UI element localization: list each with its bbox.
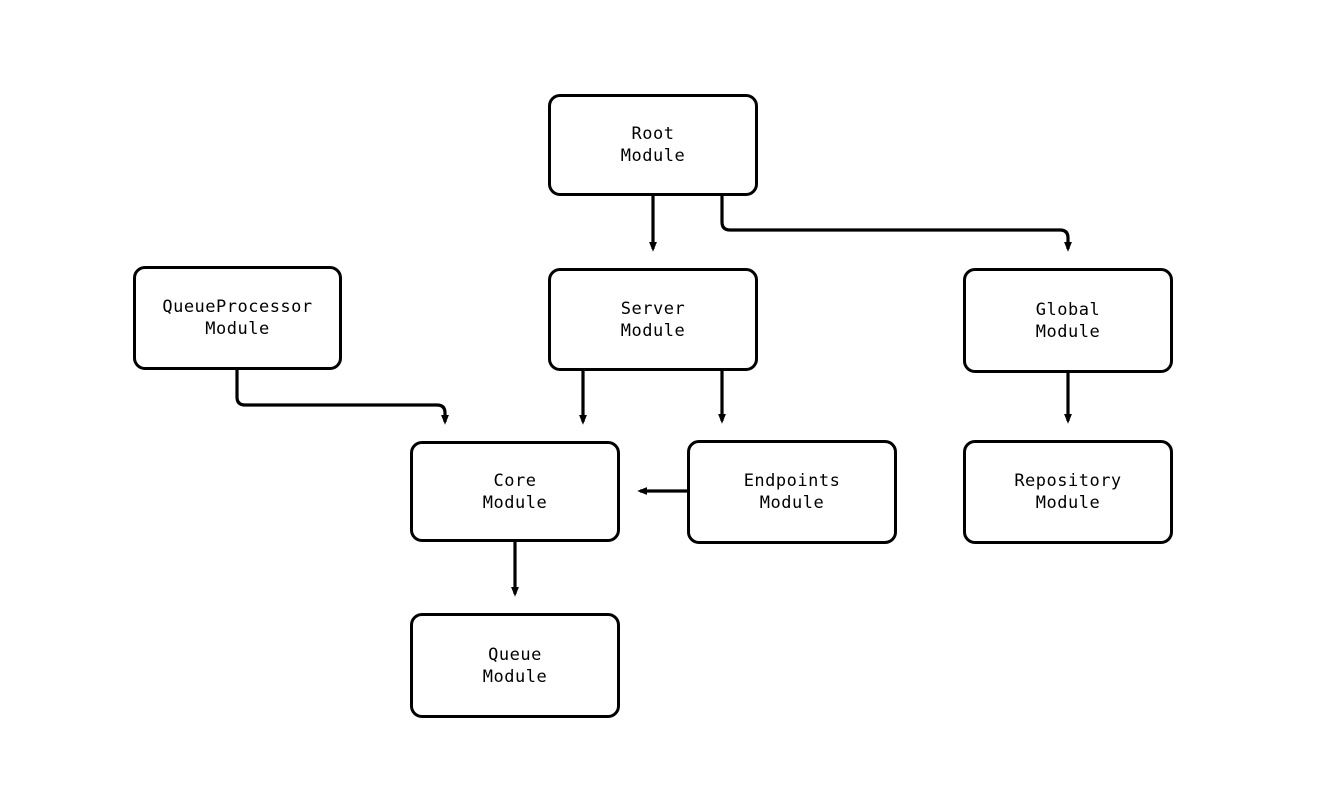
node-label-line2: Module [482,492,548,513]
node-label-line2: Module [205,319,270,339]
node-label-line1: Server [620,298,686,319]
node-label-line1: QueueProcessor [162,297,313,317]
node-label-line1: Global [1035,299,1101,320]
node-label-line2: Module [1035,321,1101,342]
node-server-module[interactable]: Server Module [548,268,758,371]
node-queue-module[interactable]: Queue Module [410,613,620,718]
node-label-line1: Queue [488,644,542,665]
node-root-module[interactable]: Root Module [548,94,758,196]
node-label-line2: Module [482,666,548,687]
node-global-module[interactable]: Global Module [963,268,1173,373]
node-core-module[interactable]: Core Module [410,441,620,542]
node-label-line2: Module [1035,493,1101,513]
node-label-line1: Repository [1014,471,1122,491]
edge-root-to-global [720,196,1072,252]
node-label-line1: Endpoints [743,471,841,491]
node-endpoints-module[interactable]: Endpoints Module [687,440,897,544]
node-label-line1: Core [493,470,537,491]
edge-queueprocessor-to-core [235,370,449,425]
node-repository-module[interactable]: Repository Module [963,440,1173,544]
node-queueprocessor-module[interactable]: QueueProcessor Module [133,266,342,370]
node-label-line2: Module [620,146,686,166]
node-label-line1: Root [631,124,675,144]
node-label-line2: Module [759,493,825,513]
node-label-line2: Module [620,320,686,341]
